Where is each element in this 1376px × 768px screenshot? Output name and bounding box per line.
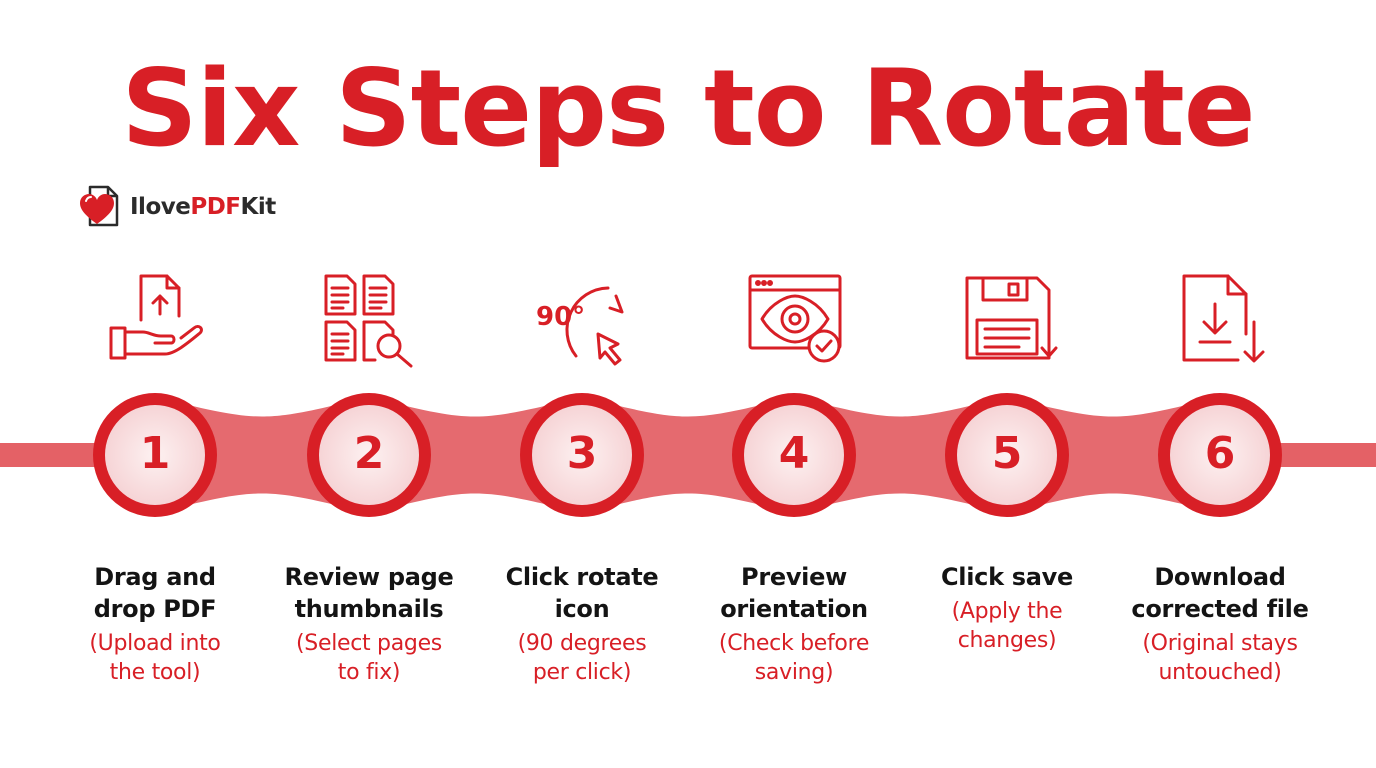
step-title-line: Drag and [94, 563, 216, 591]
step-description: (Apply the changes) [902, 597, 1112, 655]
page-title: Six Steps to Rotate [121, 47, 1255, 170]
step-description-line: (Select pages [296, 631, 442, 656]
step-description-line: (90 degrees [517, 631, 647, 656]
step-circle-6 [1158, 393, 1282, 517]
upload-file-hand-icon [103, 262, 213, 372]
step-description-line: changes) [957, 628, 1057, 653]
step-text-1: Drag and drop PDF (Upload into the tool) [50, 561, 260, 687]
brand-accent: PDF [190, 194, 241, 220]
save-floppy-icon [953, 262, 1063, 372]
brand-prefix: Ilove [130, 194, 191, 220]
step-number-2: 2 [353, 428, 385, 479]
step-title: Click save [902, 561, 1112, 593]
step-text-3: Click rotate icon (90 degrees per click) [477, 561, 687, 687]
step-title-line: Click save [940, 563, 1073, 591]
step-circle-4 [732, 393, 856, 517]
step-title: Drag and drop PDF [50, 561, 260, 625]
step-number-6: 6 [1204, 428, 1236, 479]
step-number-5: 5 [991, 428, 1023, 479]
rotate-90-label: 90° [536, 302, 585, 332]
step-description-line: untouched) [1158, 660, 1282, 685]
step-description-line: saving) [754, 660, 834, 685]
download-file-icon [1166, 262, 1276, 372]
step-description-line: the tool) [109, 660, 201, 685]
step-title: Click rotate icon [477, 561, 687, 625]
step-description: (Check before saving) [689, 629, 899, 687]
step-number-1: 1 [139, 428, 171, 479]
step-description-line: (Check before [718, 631, 870, 656]
step-description: (90 degrees per click) [477, 629, 687, 687]
brand-logo: IlovePDFKit [78, 184, 276, 230]
step-description-line: to fix) [337, 660, 401, 685]
step-text-5: Click save (Apply the changes) [902, 561, 1112, 655]
step-circle-2 [307, 393, 431, 517]
step-title-line: icon [554, 595, 610, 623]
step-title-line: Review page [284, 563, 454, 591]
step-description-line: (Apply the [951, 599, 1063, 624]
brand-name: IlovePDFKit [130, 194, 276, 220]
step-description-line: (Upload into [89, 631, 221, 656]
heart-document-icon [80, 185, 119, 227]
step-title: Preview orientation [689, 561, 899, 625]
timeline-band [0, 393, 1376, 517]
step-description-line: per click) [532, 660, 632, 685]
step-title-line: Preview [741, 563, 847, 591]
preview-eye-check-icon [740, 262, 850, 372]
step-text-6: Download corrected file (Original stays un… [1115, 561, 1325, 687]
step-title-line: orientation [720, 595, 868, 623]
step-description: (Upload into the tool) [50, 629, 260, 687]
step-title-line: corrected file [1131, 595, 1309, 623]
step-circle-1 [93, 393, 217, 517]
brand-suffix: Kit [240, 194, 277, 220]
step-description: (Original stays untouched) [1115, 629, 1325, 687]
step-title: Review page thumbnails [264, 561, 474, 625]
step-circle-3 [520, 393, 644, 517]
step-title-line: Download [1154, 563, 1286, 591]
step-number-4: 4 [778, 428, 810, 479]
step-description-line: (Original stays [1142, 631, 1298, 656]
rotate-90-cursor-icon: 90° [526, 262, 636, 372]
step-description: (Select pages to fix) [264, 629, 474, 687]
step-text-4: Preview orientation (Check before saving) [689, 561, 899, 687]
step-title-line: drop PDF [93, 595, 217, 623]
step-circle-5 [945, 393, 1069, 517]
step-title-line: Click rotate [505, 563, 659, 591]
step-title: Download corrected file [1115, 561, 1325, 625]
step-number-3: 3 [566, 428, 598, 479]
step-text-2: Review page thumbnails (Select pages to fi… [264, 561, 474, 687]
step-title-line: thumbnails [294, 595, 444, 623]
page-thumbnails-search-icon [315, 262, 425, 372]
